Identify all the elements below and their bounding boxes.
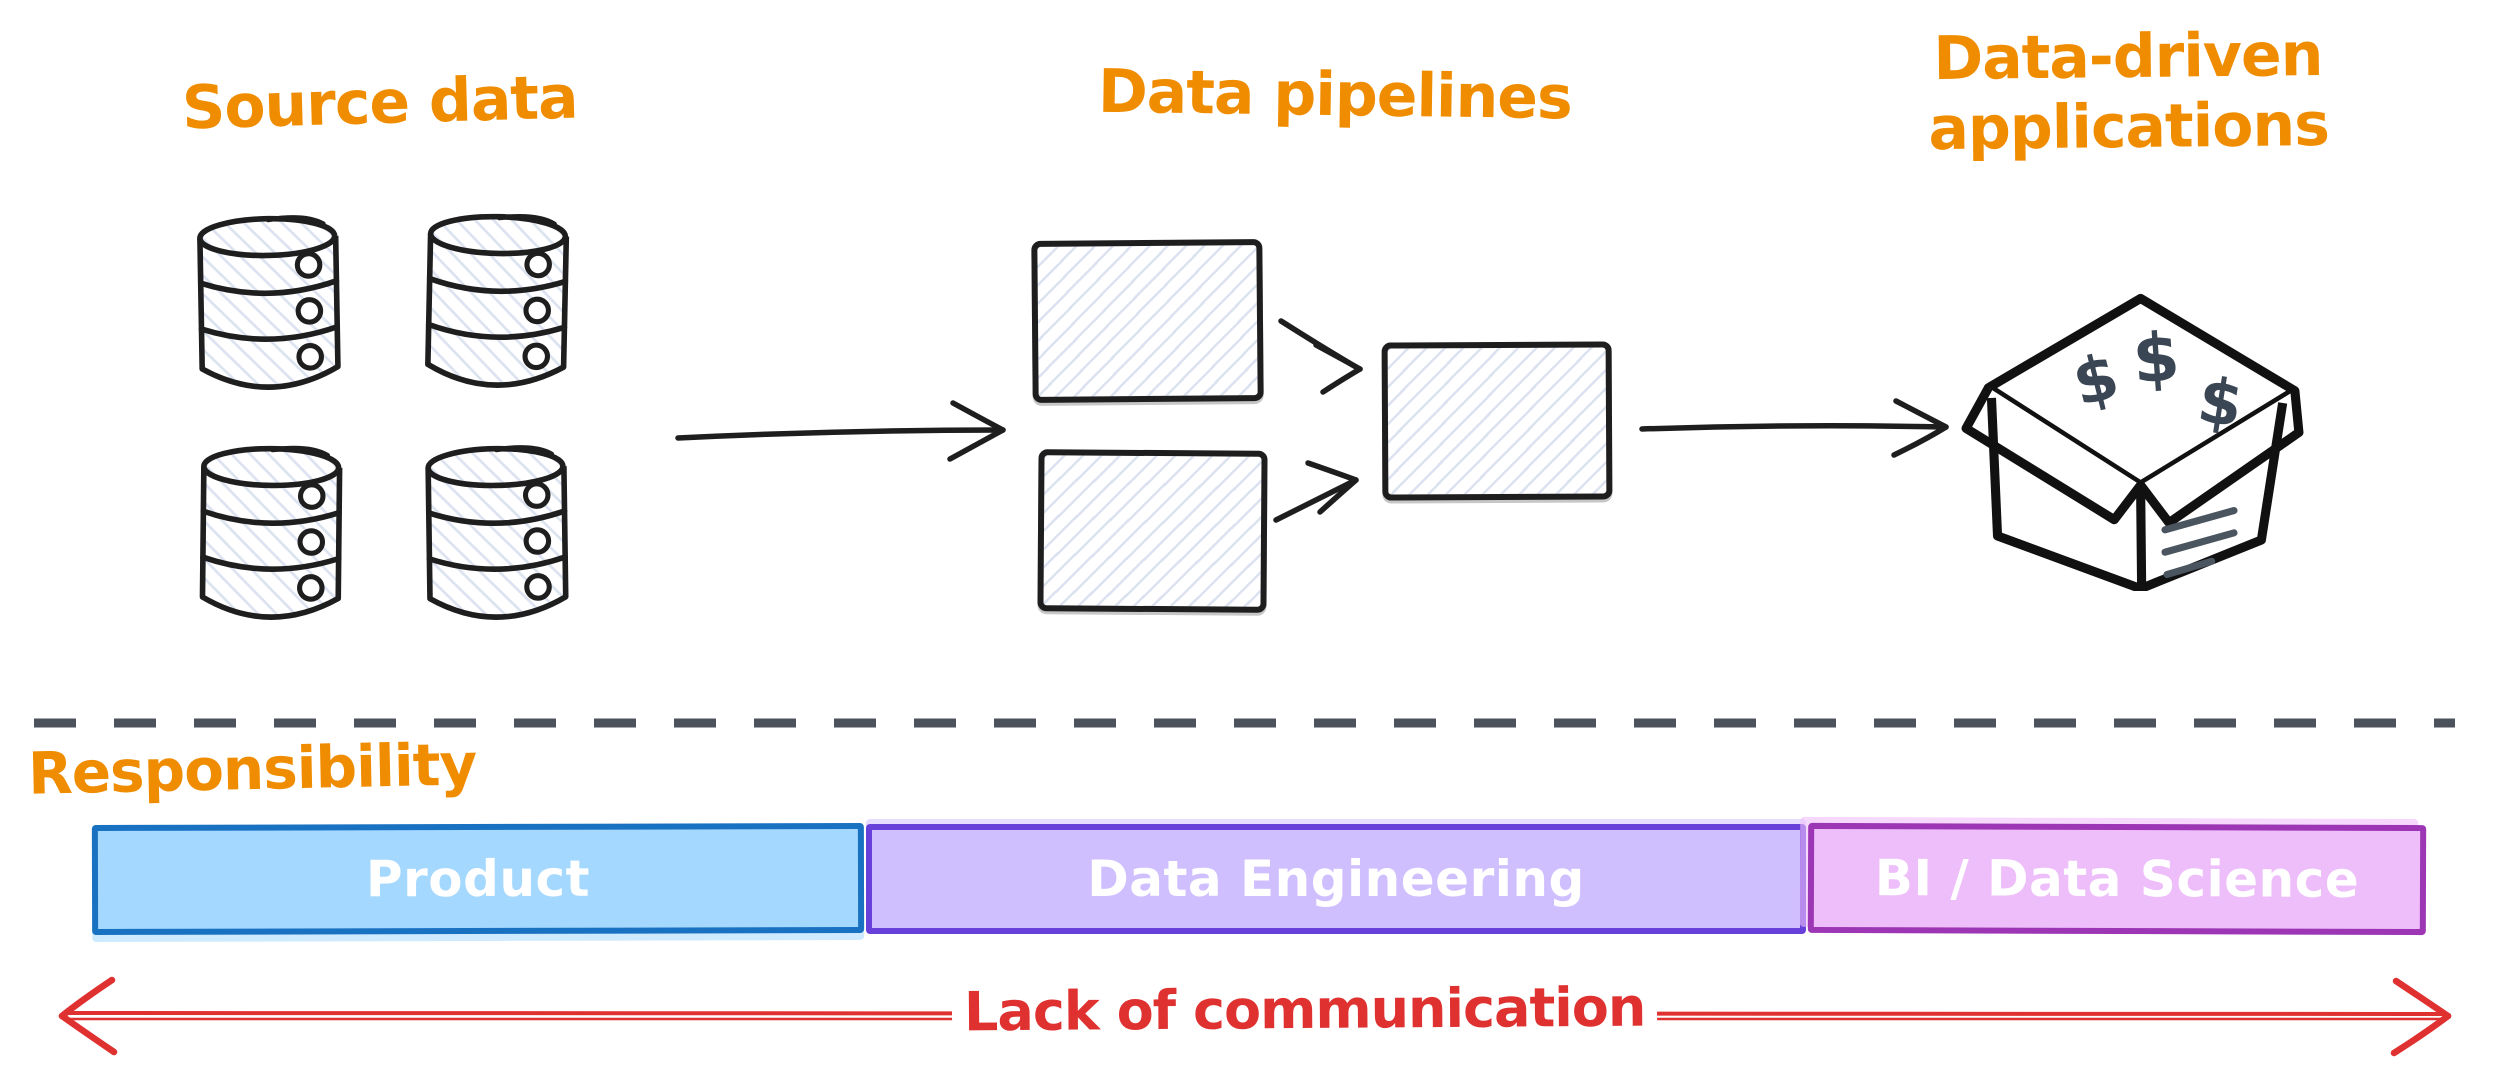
database-icon [425, 445, 569, 620]
pipeline-box-top [1031, 238, 1264, 404]
bar-label-data-engineering: Data Engineering [1087, 850, 1585, 908]
lack-of-communication-label: Lack of communication [951, 975, 1658, 1044]
database-icon [199, 445, 343, 620]
dollar-sign: $ [2130, 318, 2182, 399]
pipeline-box-merge [1381, 341, 1613, 501]
responsibility-title: Responsibility [27, 730, 477, 808]
bar-label-bi-data-science: BI / Data Science [1874, 849, 2360, 909]
pipeline-box-bottom [1037, 449, 1268, 613]
data-driven-applications-title: Data-driven applications [1927, 19, 2330, 165]
responsibility-bar-bi-data-science: BI / Data Science [1807, 822, 2427, 936]
source-data-title: Source data [181, 62, 579, 144]
bar-label-product: Product [365, 849, 591, 909]
arrow-merge-to-box [1639, 398, 1949, 458]
arrow-top-to-merge [1278, 318, 1363, 395]
database-icon [425, 213, 570, 388]
money-box-icon: $ $ $ [1961, 293, 2304, 591]
data-pipelines-title: Data pipelines [1097, 56, 1573, 134]
apps-title-line2: applications [1928, 89, 2330, 165]
database-grid [195, 210, 575, 630]
responsibility-bar-data-engineering: Data Engineering [866, 824, 1806, 934]
database-icon [197, 215, 341, 390]
apps-title-line1: Data-driven [1933, 19, 2323, 95]
arrow-source-to-pipelines [675, 400, 1006, 462]
responsibility-bar-product: Product [91, 822, 865, 936]
arrow-bottom-to-merge [1273, 460, 1359, 523]
